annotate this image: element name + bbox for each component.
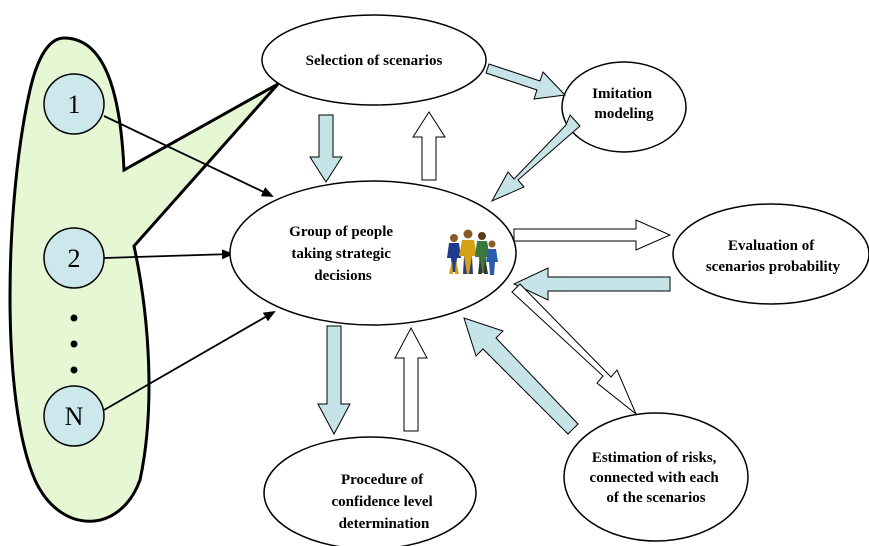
- member-1: 1: [43, 73, 105, 135]
- node-procedure-ellipse: [263, 436, 477, 546]
- node-group-label: Group of people taking strategic decisio…: [289, 224, 397, 284]
- member-n: N: [43, 385, 105, 447]
- arrow-group-to-selection: [412, 111, 446, 181]
- node-imitation-label: Imitation modeling: [592, 86, 656, 122]
- arrow-group-to-procedure: [317, 325, 351, 436]
- arrow-member1-to-group: [103, 115, 274, 197]
- node-evaluation-ellipse: [672, 203, 869, 305]
- arrow-group-to-estimation: [511, 283, 637, 415]
- arrow-imitation-to-group: [490, 114, 581, 203]
- member-2-label: 2: [68, 244, 81, 273]
- arrow-member2-to-group: [103, 249, 234, 260]
- arrow-evaluation-to-group: [512, 267, 671, 301]
- member-1-label: 1: [68, 90, 81, 119]
- arrow-selection-to-group: [309, 114, 343, 183]
- arrow-group-to-evaluation: [513, 219, 672, 251]
- member-n-label: N: [65, 402, 84, 431]
- node-evaluation-label: Evaluation of scenarios probability: [706, 238, 841, 275]
- node-group-ellipse: [229, 180, 517, 326]
- ellipsis-dots: [70, 314, 78, 374]
- member-2: 2: [43, 227, 105, 289]
- arrow-procedure-to-group: [394, 326, 428, 432]
- node-selection-ellipse: [261, 14, 487, 106]
- arrow-membern-to-group: [103, 311, 276, 411]
- arrow-estimation-to-group: [463, 317, 579, 435]
- node-imitation-ellipse: [561, 61, 687, 153]
- node-estimation-ellipse: [563, 412, 749, 542]
- people-group-icon: [447, 229, 498, 275]
- node-procedure-label: Procedure of confidence level determinat…: [332, 472, 437, 532]
- arrow-selection-to-imitation: [485, 63, 567, 100]
- node-selection-label: Selection of scenarios: [306, 53, 443, 69]
- node-estimation-label: Estimation of risks, connected with each…: [590, 450, 723, 506]
